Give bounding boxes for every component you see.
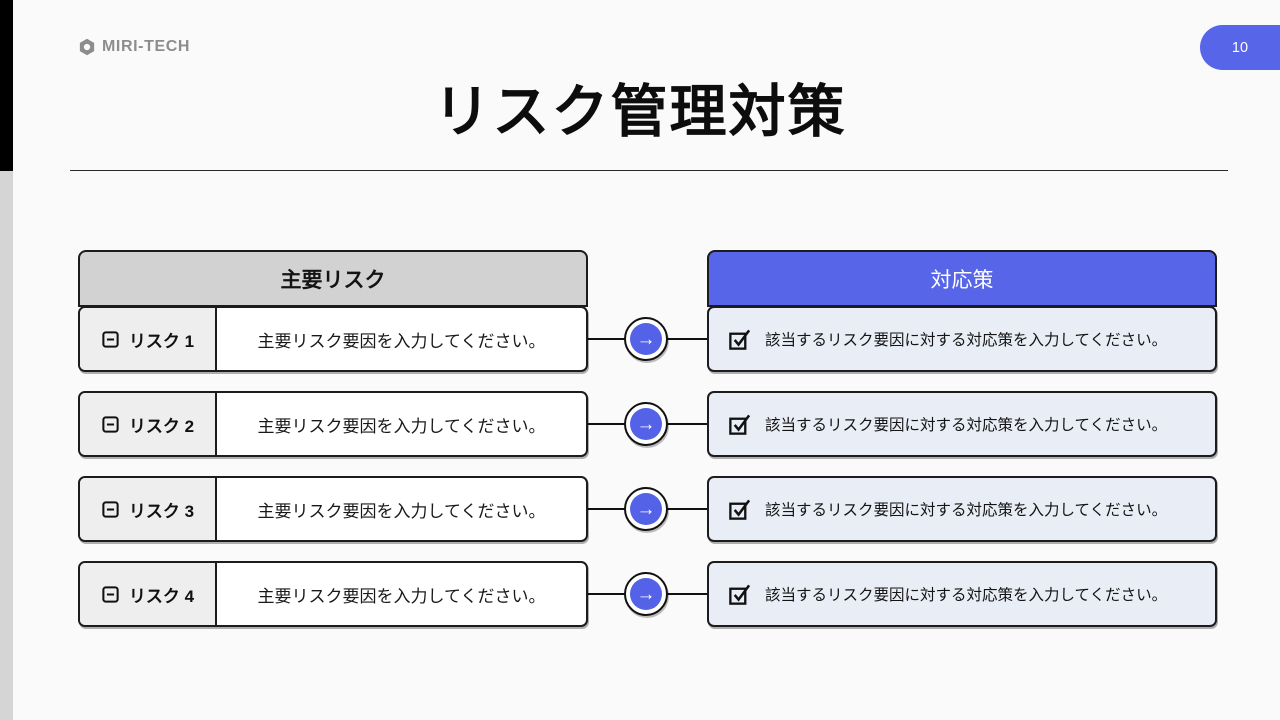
checkbox-checked-icon [727, 497, 752, 522]
minus-square-icon [101, 330, 120, 349]
arrow-circle: → [624, 487, 668, 531]
minus-square-icon [101, 585, 120, 604]
minus-square-icon [101, 500, 120, 519]
risk-text-placeholder[interactable]: 主要リスク要因を入力してください。 [257, 331, 546, 351]
gear-icon [78, 38, 96, 56]
page-number: 10 [1231, 39, 1249, 56]
checkbox-checked-icon [727, 412, 752, 437]
arrow-circle: → [624, 402, 668, 446]
checkbox-checked-icon [727, 327, 752, 352]
page-title: リスク管理対策 [433, 80, 847, 144]
risk-column-header: 主要リスク [78, 250, 588, 307]
measure-row-1: 該当するリスク要因に対する対応策を入力してください。 [707, 306, 1217, 372]
risk-label: リスク 1 [128, 331, 195, 351]
arrow-icon: → [636, 328, 656, 350]
measure-text-placeholder[interactable]: 該当するリスク要因に対する対応策を入力してください。 [765, 587, 1168, 604]
risk-label: リスク 2 [128, 416, 195, 436]
risk-label: リスク 4 [128, 586, 195, 606]
measure-text-placeholder[interactable]: 該当するリスク要因に対する対応策を入力してください。 [765, 332, 1168, 349]
risk-text-placeholder[interactable]: 主要リスク要因を入力してください。 [257, 586, 546, 606]
page-number-badge: 10 [1200, 25, 1280, 70]
risk-label-cell: リスク 4 [80, 563, 217, 625]
brand-logo: MIRI-TECH [78, 38, 190, 56]
title-divider [70, 170, 1228, 171]
risk-row-1: リスク 1 主要リスク要因を入力してください。 [78, 306, 588, 372]
minus-square-icon [101, 415, 120, 434]
arrow-icon: → [636, 583, 656, 605]
risk-label-cell: リスク 3 [80, 478, 217, 540]
measure-column-header: 対応策 [707, 250, 1217, 307]
left-edge-black-strip [0, 0, 13, 171]
measure-text-placeholder[interactable]: 該当するリスク要因に対する対応策を入力してください。 [765, 502, 1168, 519]
left-edge-gray-strip [0, 171, 13, 720]
risk-row-3: リスク 3 主要リスク要因を入力してください。 [78, 476, 588, 542]
checkbox-checked-icon [727, 582, 752, 607]
risk-label-cell: リスク 2 [80, 393, 217, 455]
measure-row-3: 該当するリスク要因に対する対応策を入力してください。 [707, 476, 1217, 542]
measure-row-4: 該当するリスク要因に対する対応策を入力してください。 [707, 561, 1217, 627]
risk-label-cell: リスク 1 [80, 308, 217, 370]
risk-label: リスク 3 [128, 501, 195, 521]
arrow-icon: → [636, 413, 656, 435]
arrow-icon: → [636, 498, 656, 520]
measure-text-placeholder[interactable]: 該当するリスク要因に対する対応策を入力してください。 [765, 417, 1168, 434]
risk-text-placeholder[interactable]: 主要リスク要因を入力してください。 [257, 501, 546, 521]
arrow-circle: → [624, 317, 668, 361]
risk-text-placeholder[interactable]: 主要リスク要因を入力してください。 [257, 416, 546, 436]
risk-row-4: リスク 4 主要リスク要因を入力してください。 [78, 561, 588, 627]
arrow-circle: → [624, 572, 668, 616]
risk-row-2: リスク 2 主要リスク要因を入力してください。 [78, 391, 588, 457]
measure-row-2: 該当するリスク要因に対する対応策を入力してください。 [707, 391, 1217, 457]
brand-name: MIRI-TECH [102, 38, 191, 55]
